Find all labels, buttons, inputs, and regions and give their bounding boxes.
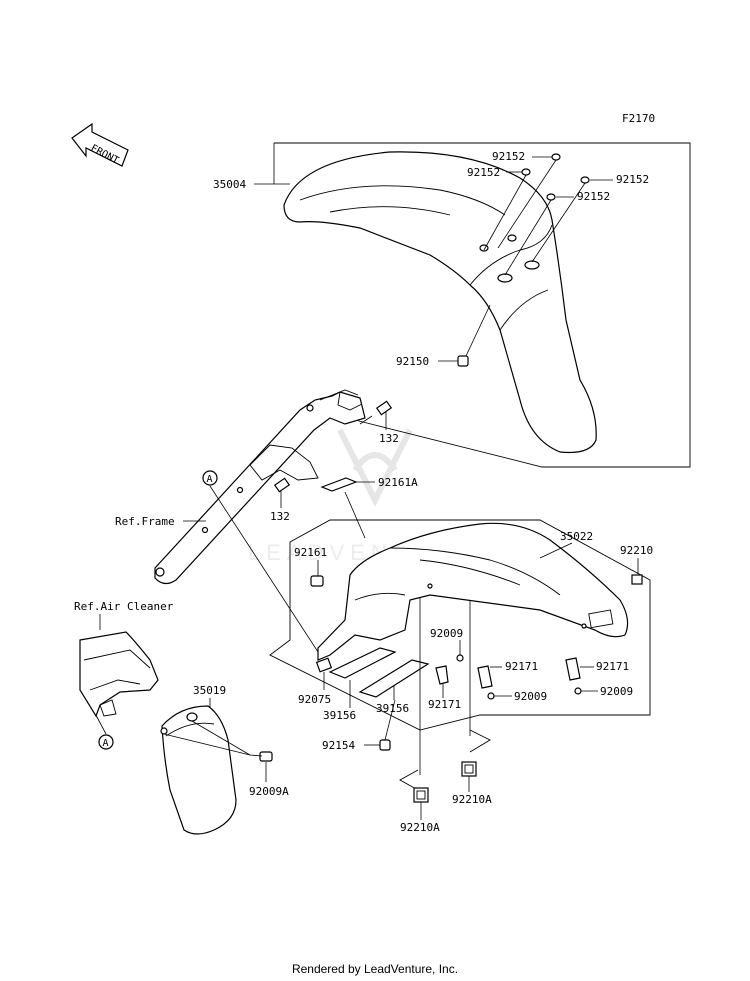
- label-92171-a: 92171: [505, 660, 538, 673]
- pad-39156-a[interactable]: [328, 647, 397, 679]
- label-35022: 35022: [560, 530, 593, 543]
- label-92152-b: 92152: [467, 166, 500, 179]
- label-92210A-b: 92210A: [452, 793, 492, 806]
- washer-92152-c[interactable]: [580, 176, 590, 184]
- clamp-92171-c[interactable]: [435, 665, 449, 685]
- screw-92009-b[interactable]: [487, 692, 495, 700]
- label-92150: 92150: [396, 355, 429, 368]
- label-92152-c: 92152: [616, 173, 649, 186]
- washer-92152-d[interactable]: [546, 193, 556, 201]
- label-92210: 92210: [620, 544, 653, 557]
- rear-fender-35022[interactable]: [317, 522, 629, 661]
- nut-92210[interactable]: [631, 574, 643, 585]
- label-92171-b: 92171: [596, 660, 629, 673]
- label-132-lower: 132: [270, 510, 290, 523]
- label-ref-frame: Ref.Frame: [115, 515, 175, 528]
- svg-text:A: A: [103, 738, 109, 749]
- screw-92009A[interactable]: [249, 751, 273, 762]
- label-92009-b: 92009: [514, 690, 547, 703]
- bolt-132-lower[interactable]: [273, 477, 291, 493]
- screw-92009-c[interactable]: [574, 687, 582, 695]
- pad-92161A[interactable]: [320, 477, 358, 492]
- label-132-upper: 132: [379, 432, 399, 445]
- diagram-code: F2170: [622, 112, 655, 125]
- pad-39156-b[interactable]: [358, 659, 430, 698]
- label-92154: 92154: [322, 739, 355, 752]
- label-92075: 92075: [298, 693, 331, 706]
- footer-credit: Rendered by LeadVenture, Inc.: [291, 962, 459, 976]
- label-92152-d: 92152: [577, 190, 610, 203]
- svg-text:A: A: [207, 474, 213, 485]
- screw-92009-a[interactable]: [456, 654, 464, 662]
- label-92009-a: 92009: [430, 627, 463, 640]
- rear-fender-boundary: [269, 519, 651, 731]
- label-ref-air-cleaner: Ref.Air Cleaner: [74, 600, 174, 613]
- label-92210A-a: 92210A: [400, 821, 440, 834]
- clamp-92171-a[interactable]: [477, 665, 493, 689]
- label-39156-a: 39156: [323, 709, 356, 722]
- bolt-132-upper[interactable]: [359, 400, 393, 425]
- clamp-92171-b[interactable]: [565, 657, 581, 681]
- washer-92152-b[interactable]: [521, 168, 531, 176]
- front-arrow-icon: FRONT: [71, 122, 129, 167]
- frame-subframe: [154, 389, 366, 585]
- reference-a-lower: A: [89, 703, 114, 750]
- label-92152-a: 92152: [492, 150, 525, 163]
- washer-92152-a[interactable]: [551, 153, 561, 161]
- grommet-92075[interactable]: [315, 657, 333, 673]
- label-92171-c: 92171: [428, 698, 461, 711]
- label-35004: 35004: [213, 178, 246, 191]
- label-92161: 92161: [294, 546, 327, 559]
- label-92009A: 92009A: [249, 785, 289, 798]
- front-fender-boundary: [274, 142, 691, 468]
- bolt-92154[interactable]: [379, 699, 396, 751]
- label-92009-c: 92009: [600, 685, 633, 698]
- bolt-92150[interactable]: [457, 304, 491, 367]
- label-92161A: 92161A: [378, 476, 418, 489]
- label-35019: 35019: [193, 684, 226, 697]
- reference-a-upper: A: [202, 470, 321, 656]
- nut-92210A-b[interactable]: [461, 761, 477, 777]
- air-cleaner-housing: [79, 631, 159, 718]
- damper-92161[interactable]: [310, 575, 324, 587]
- nut-92210A-a[interactable]: [413, 787, 429, 803]
- front-fender-35004[interactable]: [283, 151, 597, 454]
